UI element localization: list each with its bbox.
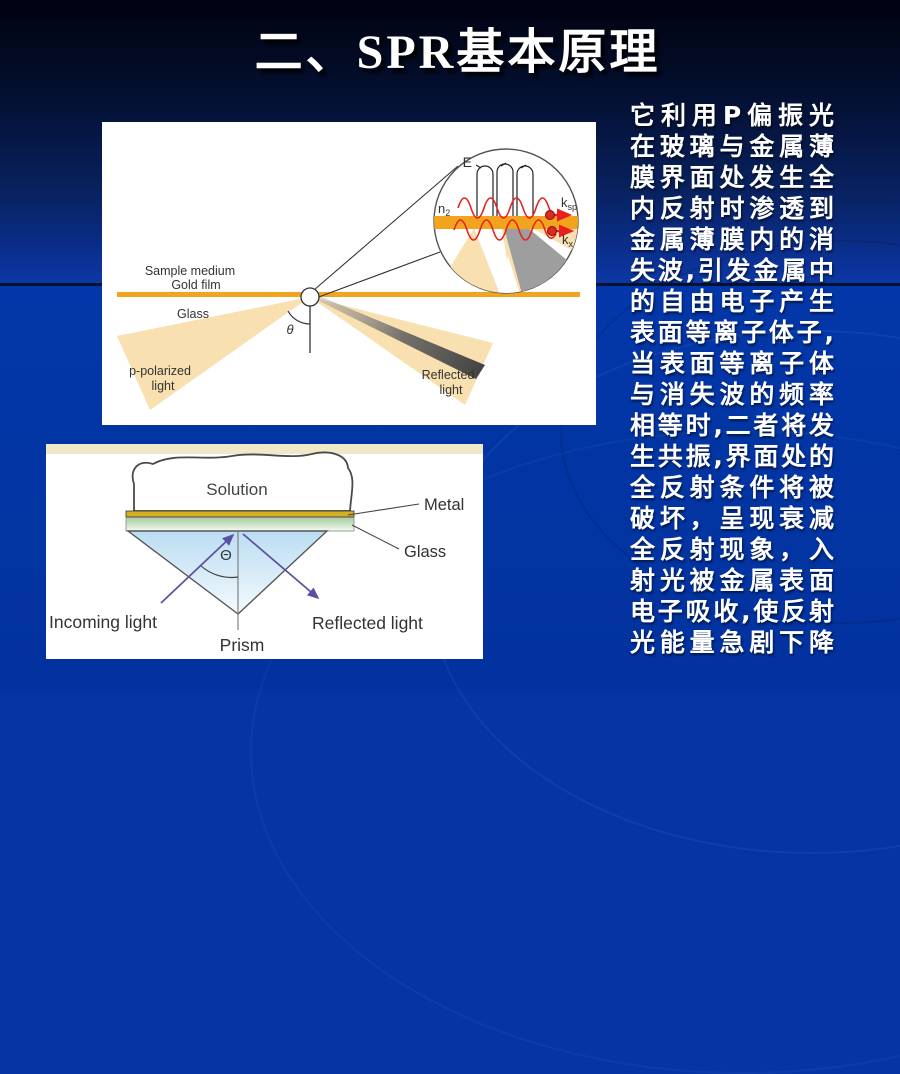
inset-beam-notch [498, 256, 520, 293]
label-reflected-light: Reflected light [312, 613, 423, 633]
body-text-line: 全反射现象，入 [630, 535, 834, 564]
e-field-loop-1 [476, 165, 494, 216]
label-p-polarized-1: p-polarized [129, 364, 191, 378]
spr-absorption-dark-streak [309, 293, 485, 379]
label-theta-prism: Θ [220, 547, 232, 564]
ksp-dot [545, 210, 555, 220]
theta-arc [199, 564, 239, 579]
magnifier-connector-upper [313, 165, 459, 291]
incoming-light-arrow [160, 533, 235, 604]
label-glass-prism: Glass [404, 543, 446, 561]
label-solution: Solution [206, 480, 267, 499]
evanescent-wave-lower [453, 219, 557, 241]
reflected-light-arrow [242, 533, 320, 600]
reflected-beam [310, 297, 493, 405]
body-text-line: 与消失波的频率 [630, 380, 834, 409]
body-text-line: 相等时,二者将发 [630, 411, 834, 440]
label-incoming-light: Incoming light [49, 612, 157, 632]
body-text-line: 射光被金属表面 [630, 566, 834, 595]
body-text-line: 生共振,界面处的 [630, 442, 834, 471]
body-text-line: 当表面等离子体 [630, 349, 834, 378]
body-text-line: 它利用P偏振光 [630, 101, 834, 130]
body-text-line: 光能量急剧下降 [630, 628, 834, 657]
kx-dot [547, 226, 557, 236]
label-e-field: E [463, 154, 472, 170]
plasmon-wave-upper [457, 197, 559, 219]
label-reflected-1: Reflected [422, 368, 475, 382]
label-metal: Metal [424, 496, 464, 514]
prism-diagram-panel: Solution Θ Metal Glass Incoming light Re… [46, 444, 483, 659]
p-polarized-beam [117, 297, 310, 410]
spr-wave-diagram-panel: Sample medium Gold film Glass θ p-polari… [102, 122, 596, 425]
body-text-line: 的自由电子产生 [630, 287, 834, 316]
body-text-line: 在玻璃与金属薄 [630, 132, 834, 161]
body-text-line: 全反射条件将被 [630, 473, 834, 502]
label-ksp: ksp [561, 195, 577, 212]
body-text-line: 失波,引发金属中 [630, 256, 834, 285]
label-sample-medium: Sample medium [145, 264, 235, 278]
glass-layer [125, 517, 355, 532]
body-text-line: 电子吸收,使反射 [630, 597, 834, 626]
label-n2: n2 [438, 201, 450, 218]
body-text-line: 膜界面处发生全 [630, 163, 834, 192]
incidence-point-circle [300, 287, 320, 307]
label-theta: θ [286, 322, 293, 337]
metal-layer [125, 510, 355, 518]
solution-blob [131, 451, 354, 512]
body-text-column: 它利用P偏振光 在玻璃与金属薄 膜界面处发生全 内反射时渗透到 金属薄膜内的消 … [630, 100, 834, 658]
body-text-line: 内反射时渗透到 [630, 194, 834, 223]
label-gold-film: Gold film [171, 278, 220, 292]
page-title: 二、SPR基本原理 [254, 26, 661, 79]
glass-leader-line [351, 524, 400, 550]
body-text-line: 破坏，呈现衰减 [630, 504, 834, 533]
body-text-line: 表面等离子体子, [630, 318, 834, 347]
magnifier-connector-lower [315, 251, 441, 299]
theta-angle-arc [287, 310, 311, 325]
label-kx: kx [562, 232, 574, 249]
label-reflected-2: light [440, 383, 463, 397]
body-text-line: 金属薄膜内的消 [630, 225, 834, 254]
prism-triangle [125, 530, 329, 615]
label-prism: Prism [220, 635, 265, 655]
label-glass: Glass [177, 307, 209, 321]
gold-film-line [117, 292, 580, 297]
e-field-loop-arrowheads [475, 162, 527, 169]
inset-gold-film-band [434, 216, 578, 229]
bottom-panel-top-strip [46, 444, 483, 454]
metal-leader-line [347, 503, 420, 516]
label-p-polarized-2: light [152, 379, 175, 393]
